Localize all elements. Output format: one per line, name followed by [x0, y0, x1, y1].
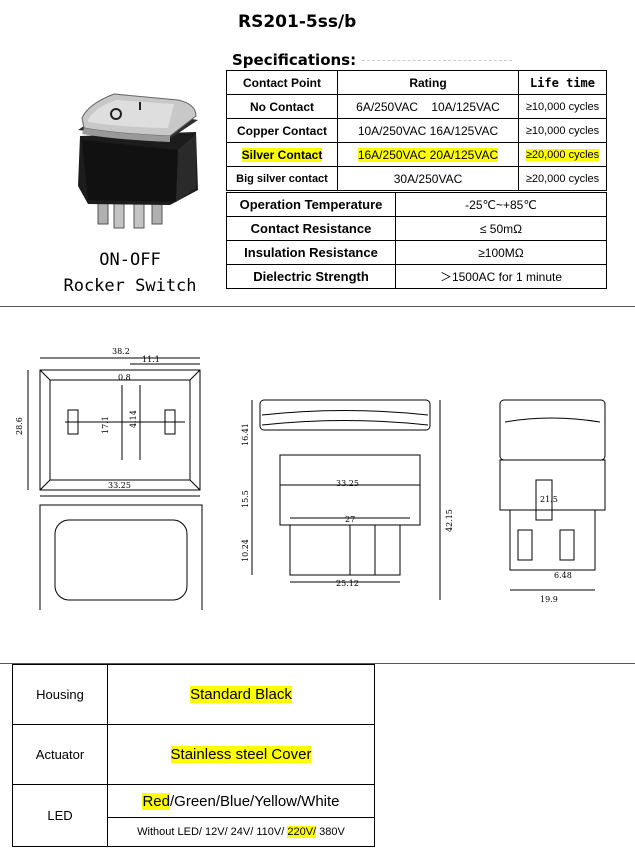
housing-row: Housing Standard Black — [12, 664, 375, 725]
dim-25-12: 25.12 — [336, 579, 359, 588]
rocker-switch-photo — [78, 93, 198, 229]
caption-line-1: ON-OFF — [99, 250, 161, 270]
param-value: ≤ 50mΩ — [395, 216, 607, 241]
caption-line-2: Rocker Switch — [63, 276, 197, 296]
param-name: Insulation Resistance — [226, 240, 396, 265]
param-name: Operation Temperature — [226, 192, 396, 217]
row-point: Copper Contact — [226, 118, 338, 143]
actuator-value: Stainless steel Cover — [107, 724, 375, 785]
end-view-outline — [499, 399, 606, 461]
table-row: Copper Contact 10A/250VAC 16A/125VAC ≥10… — [226, 118, 607, 143]
dim-15-5: 15.5 — [241, 490, 250, 508]
param-name: Contact Resistance — [226, 216, 396, 241]
header-rating: Rating — [337, 70, 519, 95]
dim-28-6: 28.6 — [15, 417, 24, 435]
options-table: Housing Standard Black Actuator Stainles… — [12, 664, 375, 847]
dim-16-41: 16.41 — [241, 423, 250, 446]
param-value: ＞1500AC for 1 minute — [395, 264, 607, 289]
parameters-table: Operation Temperature -25℃~+85℃ Contact … — [226, 192, 607, 289]
section-divider — [0, 306, 635, 307]
section-divider — [0, 663, 635, 664]
param-row: Contact Resistance ≤ 50mΩ — [226, 216, 607, 241]
dim-33-25-front: 33.25 — [108, 481, 131, 490]
row-life: ≥20,000 cycles — [518, 142, 607, 167]
row-point: No Contact — [226, 94, 338, 119]
specifications-title: Specifications: — [232, 51, 513, 69]
param-row: Dielectric Strength ＞1500AC for 1 minute — [226, 264, 607, 289]
led-voltage-row: Without LED/ 12V/ 24V/ 110V/ 220V/ 380V — [13, 817, 375, 847]
dim-33-25-side: 33.25 — [336, 479, 359, 488]
led-colors: Red/Green/Blue/Yellow/White — [107, 784, 375, 818]
table-row: No Contact 6A/250VAC 10A/125VAC ≥10,000 … — [226, 94, 607, 119]
model-number: RS201-5ss/b — [238, 12, 357, 32]
row-rating: 10A/250VAC 16A/125VAC — [337, 118, 519, 143]
header-contact-point: Contact Point — [226, 70, 338, 95]
dim-42-15: 42.15 — [445, 509, 454, 532]
table-row: Big silver contact 30A/250VAC ≥20,000 cy… — [226, 166, 607, 191]
row-rating: 6A/250VAC 10A/125VAC — [337, 94, 519, 119]
dim-10-24: 10.24 — [241, 539, 250, 562]
dim-0-8: 0.8 — [118, 373, 131, 382]
actuator-label: Actuator — [12, 724, 108, 785]
led-voltages: Without LED/ 12V/ 24V/ 110V/ 220V/ 380V — [107, 817, 375, 847]
param-name: Dielectric Strength — [226, 264, 396, 289]
dim-6-48: 6.48 — [554, 571, 572, 580]
dim-4-14: 4.14 — [129, 410, 138, 428]
housing-label: Housing — [12, 664, 108, 725]
row-life: ≥10,000 cycles — [518, 94, 607, 119]
param-value: -25℃~+85℃ — [395, 192, 607, 217]
table-row: Silver Contact 16A/250VAC 20A/125VAC ≥20… — [226, 142, 607, 167]
dim-11-1: 11.1 — [142, 355, 160, 364]
front-view-outline — [39, 369, 201, 491]
dim-27: 27 — [345, 515, 355, 524]
row-rating: 30A/250VAC — [337, 166, 519, 191]
row-life: ≥10,000 cycles — [518, 118, 607, 143]
row-point: Big silver contact — [226, 166, 338, 191]
param-row: Operation Temperature -25℃~+85℃ — [226, 192, 607, 217]
row-life: ≥20,000 cycles — [518, 166, 607, 191]
table-header-row: Contact Point Rating Life time — [226, 70, 607, 95]
row-point: Silver Contact — [226, 142, 338, 167]
param-row: Insulation Resistance ≥100MΩ — [226, 240, 607, 265]
led-row: LED Red/Green/Blue/Yellow/White — [12, 784, 375, 847]
dim-19-9: 19.9 — [540, 595, 558, 604]
dim-17-1: 17.1 — [101, 416, 110, 434]
actuator-row: Actuator Stainless steel Cover — [12, 724, 375, 785]
dim-38-2: 38.2 — [112, 347, 130, 356]
row-rating: 16A/250VAC 20A/125VAC — [337, 142, 519, 167]
dimension-drawing: 38.2 11.1 0.8 28.6 17.1 4.14 33.25 16.41… — [15, 347, 606, 610]
param-value: ≥100MΩ — [395, 240, 607, 265]
contact-rating-table: Contact Point Rating Life time No Contac… — [226, 70, 607, 191]
side-view-actuator — [259, 399, 431, 431]
header-life-time: Life time — [518, 70, 607, 95]
housing-value: Standard Black — [107, 664, 375, 725]
dim-21-5: 21.5 — [540, 495, 558, 504]
led-label: LED — [12, 784, 108, 847]
